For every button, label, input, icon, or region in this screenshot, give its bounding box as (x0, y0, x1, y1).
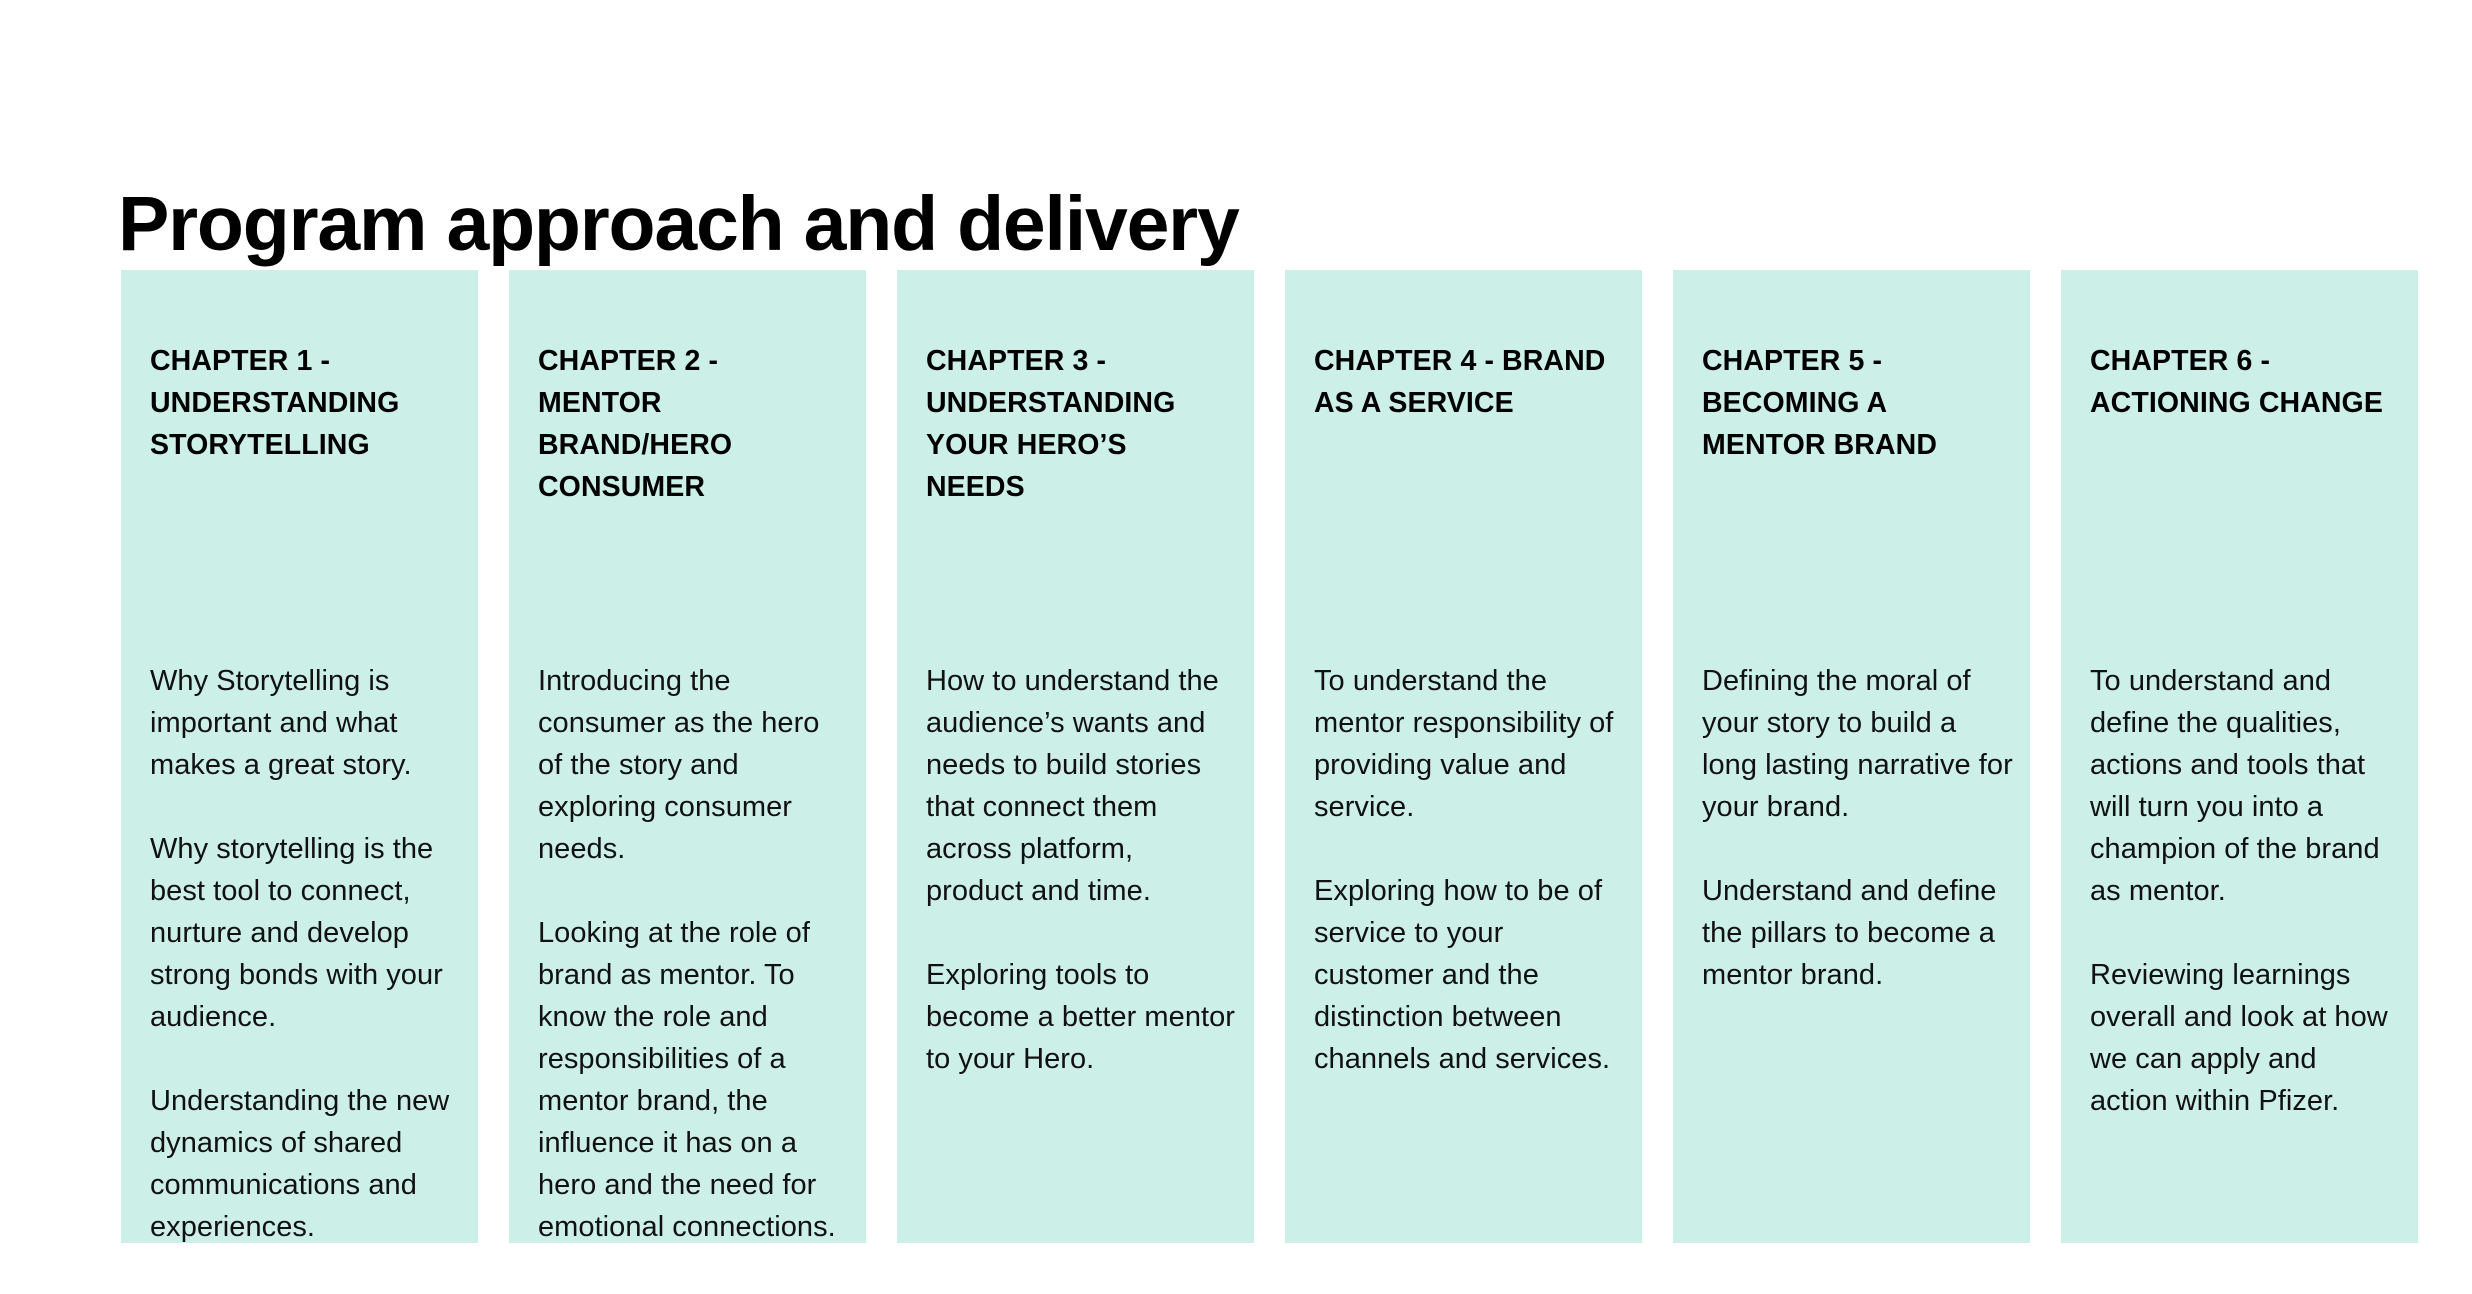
chapter-card-paragraph: Why storytelling is the best tool to con… (150, 833, 443, 1033)
chapter-card-6: CHAPTER 6 - ACTIONING CHANGE To understa… (2061, 270, 2418, 1243)
chapter-card-body: Why Storytelling is important and what m… (150, 660, 462, 1248)
chapter-card-heading: CHAPTER 3 - UNDERSTANDING YOUR HERO’S NE… (926, 345, 1176, 503)
chapter-card-heading: CHAPTER 5 - BECOMING A MENTOR BRAND (1702, 345, 1938, 461)
chapter-card-paragraph: Looking at the role of brand as mentor. … (538, 917, 836, 1243)
chapter-card-paragraph: How to understand the audience’s wants a… (926, 665, 1219, 907)
chapter-card-paragraph: Exploring how to be of service to your c… (1314, 875, 1611, 1075)
chapter-card-paragraph: Reviewing learnings overall and look at … (2090, 959, 2388, 1117)
chapter-card-2: CHAPTER 2 - MENTOR BRAND/HERO CONSUMER I… (509, 270, 866, 1243)
chapter-card-1: CHAPTER 1 - UNDERSTANDING STORYTELLING W… (121, 270, 478, 1243)
chapter-card-body: Introducing the consumer as the hero of … (538, 660, 850, 1248)
chapter-card-body: To understand and define the qualities, … (2090, 660, 2402, 1122)
chapter-card-heading: CHAPTER 1 - UNDERSTANDING STORYTELLING (150, 345, 400, 461)
chapter-card-body: Defining the moral of your story to buil… (1702, 660, 2014, 996)
chapter-card-paragraph: Understanding the new dynamics of shared… (150, 1085, 450, 1243)
chapter-card-paragraph: Why Storytelling is important and what m… (150, 665, 412, 781)
chapter-card-heading: CHAPTER 2 - MENTOR BRAND/HERO CONSUMER (538, 345, 733, 503)
chapter-card-body: How to understand the audience’s wants a… (926, 660, 1238, 1080)
chapter-card-paragraph: Understand and define the pillars to bec… (1702, 875, 1997, 991)
chapter-card-heading: CHAPTER 6 - ACTIONING CHANGE (2090, 345, 2383, 419)
chapter-card-paragraph: Introducing the consumer as the hero of … (538, 665, 820, 865)
chapter-card-paragraph: To understand the mentor responsibility … (1314, 665, 1614, 823)
chapter-card-body: To understand the mentor responsibility … (1314, 660, 1626, 1080)
page-title: Program approach and delivery (118, 180, 1240, 267)
chapter-card-paragraph: Defining the moral of your story to buil… (1702, 665, 2013, 823)
chapter-card-paragraph: To understand and define the qualities, … (2090, 665, 2380, 907)
chapter-card-4: CHAPTER 4 - BRAND AS A SERVICE To unders… (1285, 270, 1642, 1243)
chapter-card-5: CHAPTER 5 - BECOMING A MENTOR BRAND Defi… (1673, 270, 2030, 1243)
chapter-card-heading: CHAPTER 4 - BRAND AS A SERVICE (1314, 345, 1606, 419)
chapter-cards-row: CHAPTER 1 - UNDERSTANDING STORYTELLING W… (121, 270, 2418, 1243)
chapter-card-3: CHAPTER 3 - UNDERSTANDING YOUR HERO’S NE… (897, 270, 1254, 1243)
chapter-card-paragraph: Exploring tools to become a better mento… (926, 959, 1235, 1075)
